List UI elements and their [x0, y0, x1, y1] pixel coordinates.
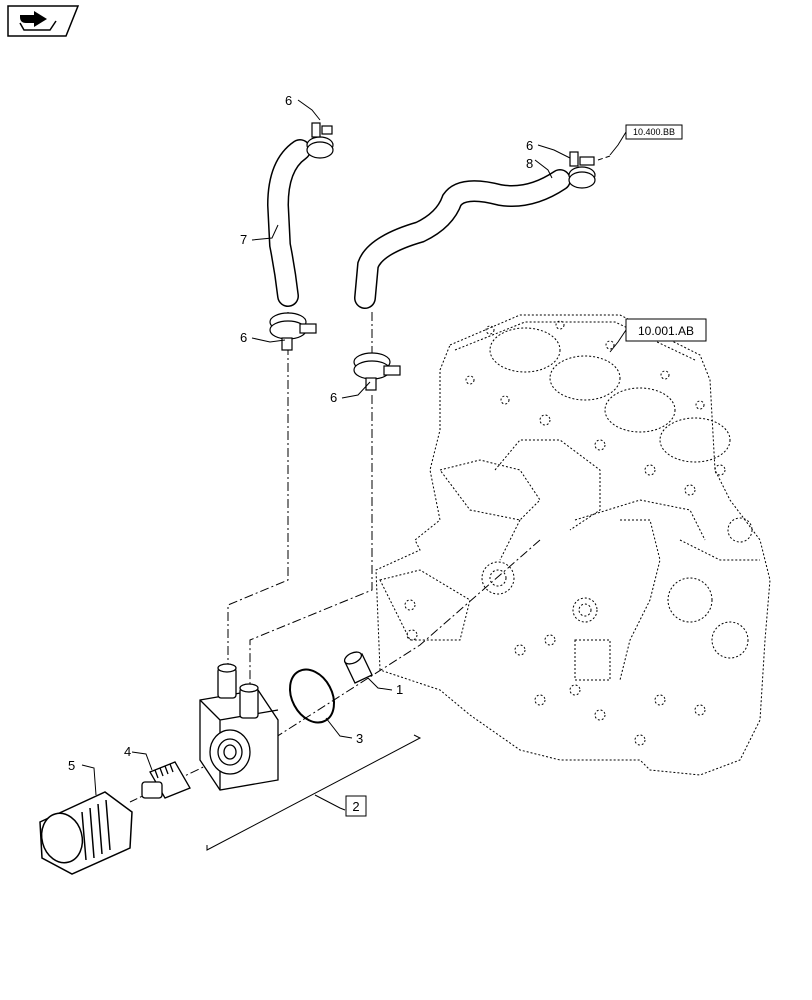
threaded-fitting-4 [141, 761, 191, 799]
callout-6-mid-right[interactable]: 6 [330, 390, 337, 405]
hose-clamp-mid-right [353, 352, 401, 391]
hose-clamp-top-left [306, 122, 334, 159]
hose-8 [354, 169, 571, 309]
callout-6-mid-left[interactable]: 6 [240, 330, 247, 345]
callout-2: 2 [352, 799, 359, 814]
callout-7[interactable]: 7 [240, 232, 247, 247]
oil-cooler [199, 663, 279, 791]
return-arrow-icon[interactable] [7, 5, 80, 37]
ref-10-001-ab-label: 10.001.AB [638, 324, 694, 338]
hose-clamp-top-right [568, 151, 596, 189]
leader-lines [81, 99, 571, 796]
ref-10-001-ab[interactable]: 10.001.AB [609, 318, 707, 353]
callout-4[interactable]: 4 [124, 744, 131, 759]
callout-3[interactable]: 3 [356, 731, 363, 746]
o-ring [288, 668, 336, 724]
kit-box-2[interactable]: 2 [345, 795, 367, 817]
callout-5[interactable]: 5 [68, 758, 75, 773]
kit-bracket-2 [206, 734, 422, 851]
fitting-1 [343, 651, 373, 684]
center-lines [129, 312, 541, 803]
ref-10-400-bb-label: 10.400.BB [633, 127, 675, 137]
callout-1[interactable]: 1 [396, 682, 403, 697]
oil-filter-5 [39, 791, 133, 875]
callout-8[interactable]: 8 [526, 156, 533, 171]
callout-6-top-right[interactable]: 6 [526, 138, 533, 153]
hose-clamp-mid-left [269, 312, 317, 351]
ref-10-400-bb[interactable]: 10.400.BB [597, 124, 683, 161]
engine-block-outline [375, 314, 771, 776]
callout-6-top-left[interactable]: 6 [285, 93, 292, 108]
hose-7 [266, 139, 311, 307]
